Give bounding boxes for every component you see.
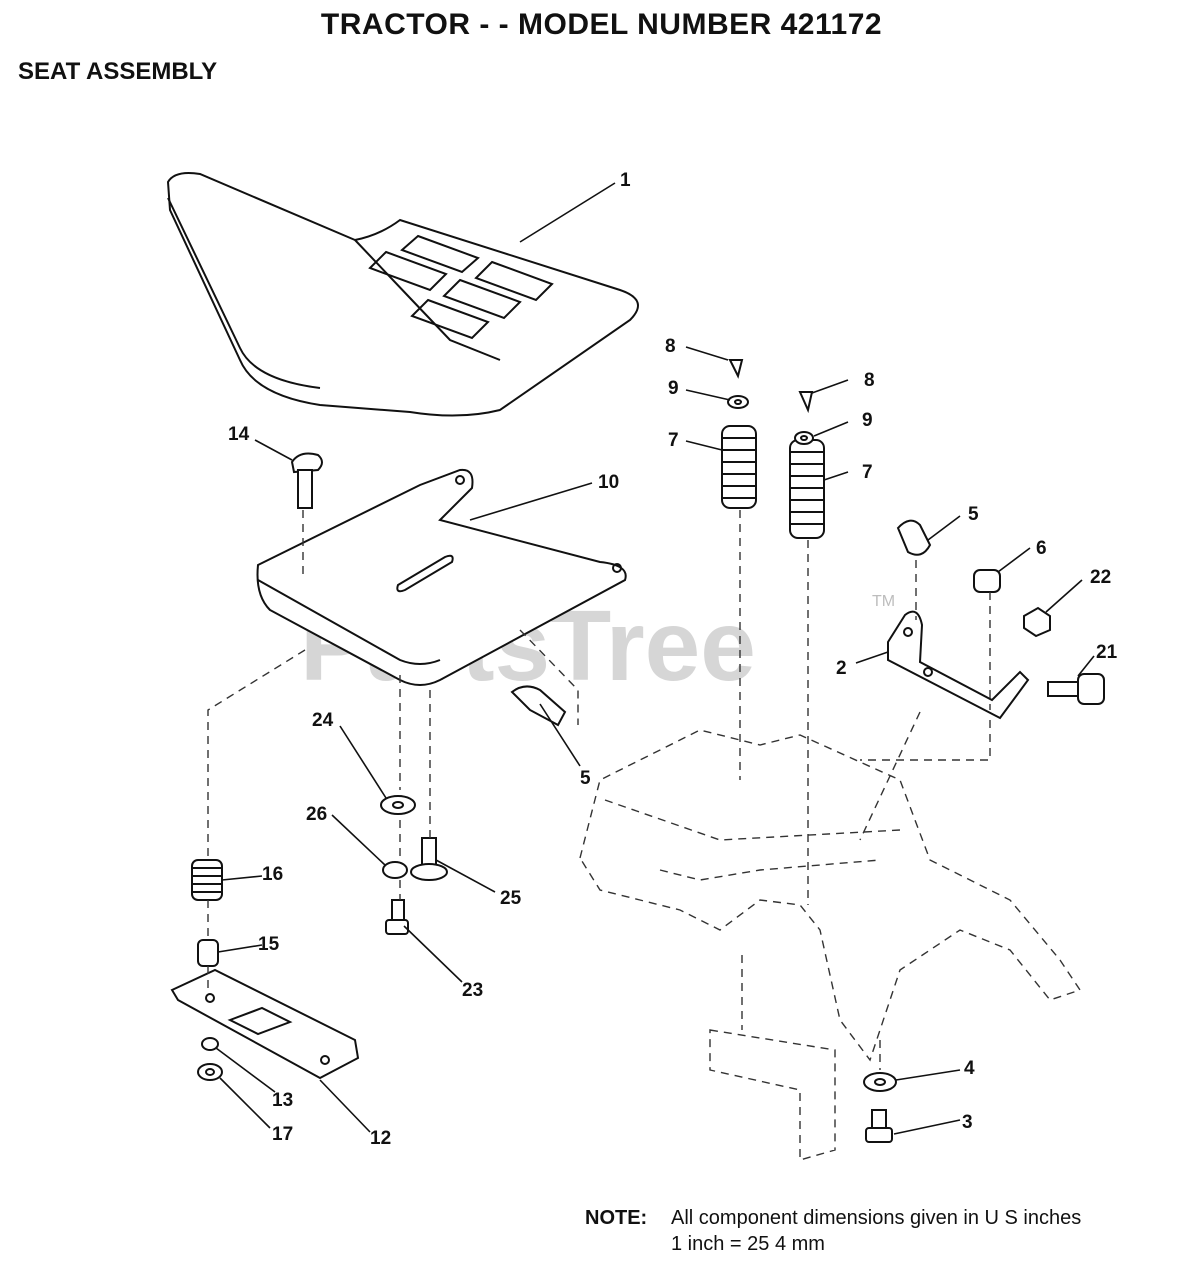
part-pin-right[interactable]: [798, 391, 814, 414]
callout-25: 25: [500, 888, 522, 909]
callout-1: 1: [620, 170, 631, 191]
part-bushing[interactable]: [973, 569, 1001, 593]
callout-16: 16: [262, 864, 283, 885]
callout-5-lower: 5: [580, 768, 591, 789]
note-line-2: 1 inch = 25 4 mm: [671, 1233, 825, 1255]
part-clip-upper[interactable]: [896, 519, 932, 556]
part-hex-bolt-lower[interactable]: [865, 1109, 893, 1143]
callout-14: 14: [228, 424, 250, 445]
part-washer-large[interactable]: [380, 795, 416, 815]
note-label: NOTE:: [585, 1207, 648, 1229]
part-washer-right[interactable]: [794, 431, 814, 445]
callout-6: 6: [1036, 538, 1047, 559]
part-flange-bolt[interactable]: [410, 837, 448, 881]
part-washer-left[interactable]: [727, 395, 749, 409]
callout-21: 21: [1096, 642, 1118, 663]
dimension-note: NOTE: All component dimensions given in U…: [585, 1205, 1081, 1257]
part-spacer[interactable]: [197, 939, 219, 967]
part-shoulder-bolt[interactable]: [1047, 673, 1105, 705]
callout-8-right: 8: [864, 370, 875, 391]
callout-3: 3: [962, 1112, 973, 1133]
callout-10: 10: [598, 472, 619, 493]
callout-24: 24: [312, 710, 334, 731]
callout-9-right: 9: [862, 410, 873, 431]
part-hex-nut[interactable]: [1023, 606, 1051, 638]
part-spring-left[interactable]: [721, 425, 757, 509]
part-bracket[interactable]: [887, 610, 1030, 720]
callout-13: 13: [272, 1090, 293, 1111]
part-compression-spring[interactable]: [191, 859, 223, 901]
part-flat-washer[interactable]: [863, 1072, 897, 1092]
callout-5-upper: 5: [968, 504, 979, 525]
part-lock-washer[interactable]: [382, 861, 408, 879]
callout-8-left: 8: [665, 336, 676, 357]
part-clip-lower[interactable]: [510, 685, 567, 727]
callout-7-right: 7: [862, 462, 873, 483]
alignment-lines: [207, 510, 991, 1070]
section-title: SEAT ASSEMBLY: [18, 58, 218, 85]
part-seat[interactable]: [166, 172, 639, 417]
callout-7-left: 7: [668, 430, 679, 451]
part-seat-slide[interactable]: [170, 968, 360, 1080]
leader-lines: [215, 182, 1095, 1135]
note-line-1: All component dimensions given in U S in…: [671, 1207, 1082, 1229]
callout-26: 26: [306, 804, 327, 825]
callout-2: 2: [836, 658, 847, 679]
part-carriage-bolt[interactable]: [290, 452, 323, 509]
callout-23: 23: [462, 980, 483, 1001]
part-washer-small[interactable]: [197, 1063, 223, 1081]
callout-4: 4: [964, 1058, 975, 1079]
callout-17: 17: [272, 1124, 293, 1145]
part-nut-small[interactable]: [201, 1037, 219, 1051]
part-seat-pan[interactable]: [256, 468, 627, 686]
part-hex-bolt-small[interactable]: [385, 899, 409, 935]
part-spring-right[interactable]: [789, 439, 825, 539]
callout-12: 12: [370, 1128, 391, 1149]
part-pin-left[interactable]: [728, 359, 744, 379]
page-title: TRACTOR - - MODEL NUMBER 421172: [320, 8, 883, 41]
callout-22: 22: [1090, 567, 1111, 588]
callout-15: 15: [258, 934, 280, 955]
watermark-tm: TM: [872, 593, 895, 610]
tractor-body-outline: [579, 729, 1082, 1161]
callout-9-left: 9: [668, 378, 679, 399]
